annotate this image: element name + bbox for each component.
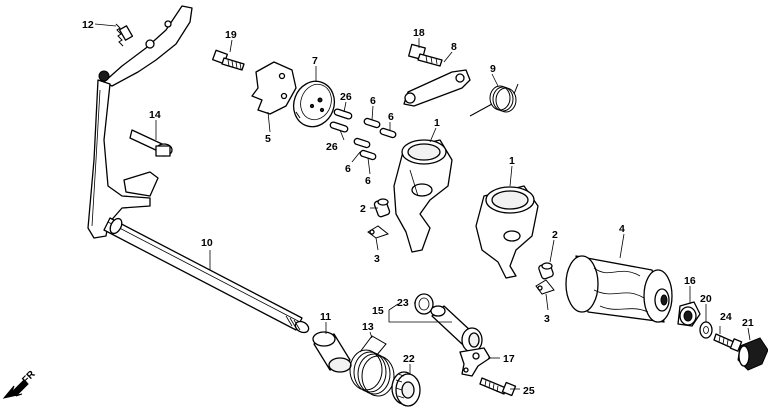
- callout-6-c: 6: [345, 163, 351, 175]
- callout-24: 24: [720, 311, 732, 323]
- part-20-washer: [699, 321, 713, 339]
- part-3-clip-lower: [535, 279, 555, 295]
- callout-17: 17: [503, 353, 515, 365]
- part-2-pin-lower: [538, 262, 554, 280]
- part-18-bolt: [408, 43, 443, 67]
- callout-16: 16: [684, 275, 696, 287]
- part-17-plate: [459, 347, 491, 377]
- callout-25: 25: [523, 385, 535, 397]
- callout-1-right: 1: [509, 155, 515, 167]
- callout-7: 7: [312, 55, 318, 67]
- callout-10: 10: [201, 237, 213, 249]
- callout-4: 4: [619, 223, 625, 235]
- part-11-collar: [312, 331, 352, 373]
- callout-11: 11: [320, 311, 331, 323]
- part-23-o-ring: [414, 293, 434, 315]
- part-6-pins: [353, 117, 397, 161]
- part-7-drum-plate: [292, 80, 336, 128]
- callout-22: 22: [403, 353, 415, 365]
- callout-2-lower: 2: [552, 229, 558, 241]
- part-25-bolt: [479, 377, 517, 397]
- callout-9: 9: [490, 63, 496, 75]
- callout-14: 14: [149, 109, 161, 121]
- part-14-pivot-bolt: [129, 129, 173, 157]
- part-22-bearing: [391, 371, 421, 407]
- part-1-shift-fork-right: [475, 185, 539, 279]
- part-9-spring: [469, 83, 519, 117]
- callout-19: 19: [225, 29, 237, 41]
- callout-2-upper: 2: [360, 203, 366, 215]
- part-4-shift-drum: [565, 255, 673, 323]
- callout-18: 18: [413, 27, 425, 39]
- callout-12: 12: [82, 19, 94, 31]
- part-1-shift-fork-left: [393, 139, 453, 253]
- part-10-gearshift-spindle: [87, 5, 310, 334]
- callout-13: 13: [362, 321, 374, 333]
- part-21-cap: [737, 337, 768, 371]
- part-5-stopper-plate: [251, 61, 297, 115]
- part-16-set-plate: [677, 301, 701, 327]
- callout-6-a: 6: [370, 95, 376, 107]
- front-direction-indicator: FR: [2, 368, 38, 399]
- part-15-shaft: [430, 305, 483, 353]
- callout-6-b: 6: [388, 111, 394, 123]
- part-2-pin-upper: [373, 198, 391, 218]
- part-13-return-spring: [349, 335, 395, 397]
- callout-26-upper: 26: [340, 91, 352, 103]
- callout-23: 23: [397, 297, 409, 309]
- callout-1-left: 1: [434, 117, 440, 129]
- part-24-bolt: [713, 333, 743, 352]
- callout-3-upper: 3: [374, 253, 380, 265]
- callout-numbers: 12 19 7 18 8 9 14 26 6 6 26 5 1 6 6 2 3 …: [82, 19, 754, 397]
- part-8-stopper-arm: [403, 69, 471, 107]
- callout-26-lower: 26: [326, 141, 338, 153]
- callout-5: 5: [265, 133, 271, 145]
- leader-lines: [94, 23, 751, 390]
- part-19-bolt: [212, 49, 245, 71]
- callout-3-lower: 3: [544, 313, 550, 325]
- callout-15: 15: [372, 305, 384, 317]
- callout-8: 8: [451, 41, 457, 53]
- part-26-pins: [329, 108, 353, 133]
- callout-20: 20: [700, 293, 712, 305]
- callout-21: 21: [742, 317, 754, 329]
- part-3-clip-upper: [367, 225, 390, 239]
- part-12-spring: [115, 23, 134, 47]
- callout-6-d: 6: [365, 175, 371, 187]
- front-arrow-icon: [2, 379, 29, 399]
